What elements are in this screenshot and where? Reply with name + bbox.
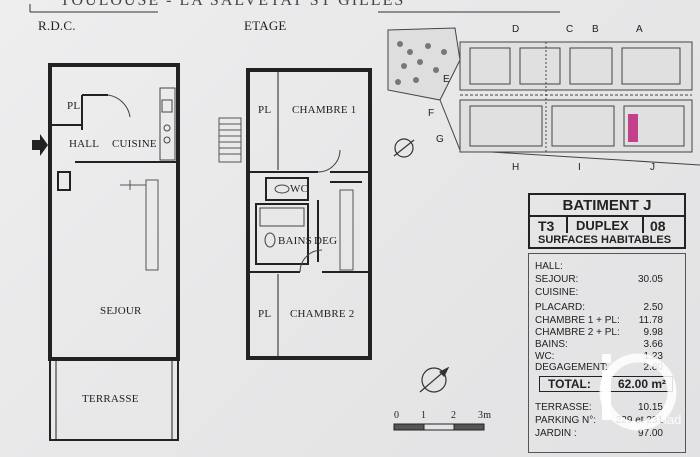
row-degagement-value: 2.80 <box>643 362 663 373</box>
etage-label: ETAGE <box>244 18 287 33</box>
row-parking-label: PARKING N°: <box>535 415 597 426</box>
row-jardin-value: 97.00 <box>637 428 663 439</box>
row-sejour-value: 30.05 <box>637 274 663 285</box>
scale-tick-0: 0 <box>394 410 400 421</box>
surfaces-body: HALL: SEJOUR: 30.05 CUISINE: PLACARD: 2.… <box>528 253 686 453</box>
site-letter-h: H <box>512 162 520 173</box>
row-wc-value: 1.23 <box>643 351 663 362</box>
rdc-hall-label: HALL <box>69 138 100 150</box>
highlighted-lot <box>628 114 638 142</box>
etage-outline <box>246 68 372 360</box>
row-parking-value: 229 et 231 <box>615 415 663 426</box>
site-letter-j: J <box>650 162 656 173</box>
total-label: TOTAL: <box>548 377 591 391</box>
rdc-label: R.D.C. <box>38 18 76 33</box>
rdc-sejour-label: SEJOUR <box>100 305 142 317</box>
site-letter-i: I <box>578 162 581 173</box>
site-letter-g: G <box>436 134 444 145</box>
document-title: TOULOUSE - LA SALVETAT ST GILLES <box>60 0 406 9</box>
etage-chambre1-label: CHAMBRE 1 <box>292 104 357 116</box>
row-placard-value: 2.50 <box>643 302 663 313</box>
unit-kind: DUPLEX <box>576 218 629 233</box>
row-terrasse-value: 10.15 <box>637 402 663 413</box>
unit-divider-2 <box>642 217 644 233</box>
batiment-title: BATIMENT J <box>528 193 686 217</box>
scale-tick-2: 2 <box>451 410 457 421</box>
surfaces-subtitle: SURFACES HABITABLES <box>538 234 672 246</box>
rdc-cuisine-label: CUISINE <box>112 138 157 150</box>
unit-number: 08 <box>650 218 666 234</box>
etage-deg-label: DEG <box>314 235 338 247</box>
row-chambre2-value: 9.98 <box>643 327 663 338</box>
etage-pl2-label: PL <box>258 308 272 320</box>
total-value: 62.00 m² <box>617 377 666 391</box>
row-bains-label: BAINS: <box>535 339 568 350</box>
row-degagement-label: DEGAGEMENT: <box>535 362 608 373</box>
row-sejour-label: SEJOUR: <box>535 274 579 285</box>
row-chambre1-value: 11.78 <box>638 315 663 326</box>
etage-chambre2-label: CHAMBRE 2 <box>290 308 355 320</box>
unit-type: T3 <box>538 218 555 234</box>
site-letter-c: C <box>566 24 574 35</box>
etage-pl1-label: PL <box>258 104 272 116</box>
etage-wc-label: WC <box>290 183 309 195</box>
etage-bains-label: BAINS <box>278 235 313 247</box>
site-letter-b: B <box>592 24 599 35</box>
site-letter-f: F <box>428 108 435 119</box>
unit-header: T3 DUPLEX 08 SURFACES HABITABLES <box>528 217 686 249</box>
row-terrasse-label: TERRASSE: <box>535 402 592 413</box>
rdc-pl-label: PL <box>67 100 81 112</box>
row-jardin-label: JARDIN : <box>535 428 577 439</box>
row-chambre2-label: CHAMBRE 2 + PL: <box>535 327 620 338</box>
site-letter-d: D <box>512 24 520 35</box>
scale-tick-1: 1 <box>421 410 427 421</box>
scale-tick-3m: 3m <box>478 410 492 421</box>
site-letter-e: E <box>443 74 450 85</box>
row-cuisine-label: CUISINE: <box>535 287 579 298</box>
rdc-terrasse-label: TERRASSE <box>82 393 139 405</box>
site-plan <box>387 27 700 166</box>
row-wc-label: WC: <box>535 351 555 362</box>
site-letter-a: A <box>636 24 643 35</box>
row-hall-label: HALL: <box>535 261 563 272</box>
row-chambre1-label: CHAMBRE 1 + PL: <box>535 315 620 326</box>
iad-logo-text: iad <box>664 412 682 427</box>
terrace-outline <box>49 359 179 441</box>
row-placard-label: PLACARD: <box>535 302 586 313</box>
unit-divider-1 <box>566 217 568 233</box>
surfaces-table: BATIMENT J T3 DUPLEX 08 SURFACES HABITAB… <box>528 193 686 455</box>
row-bains-value: 3.66 <box>643 339 663 350</box>
iad-logo-icon: iad <box>590 340 686 436</box>
